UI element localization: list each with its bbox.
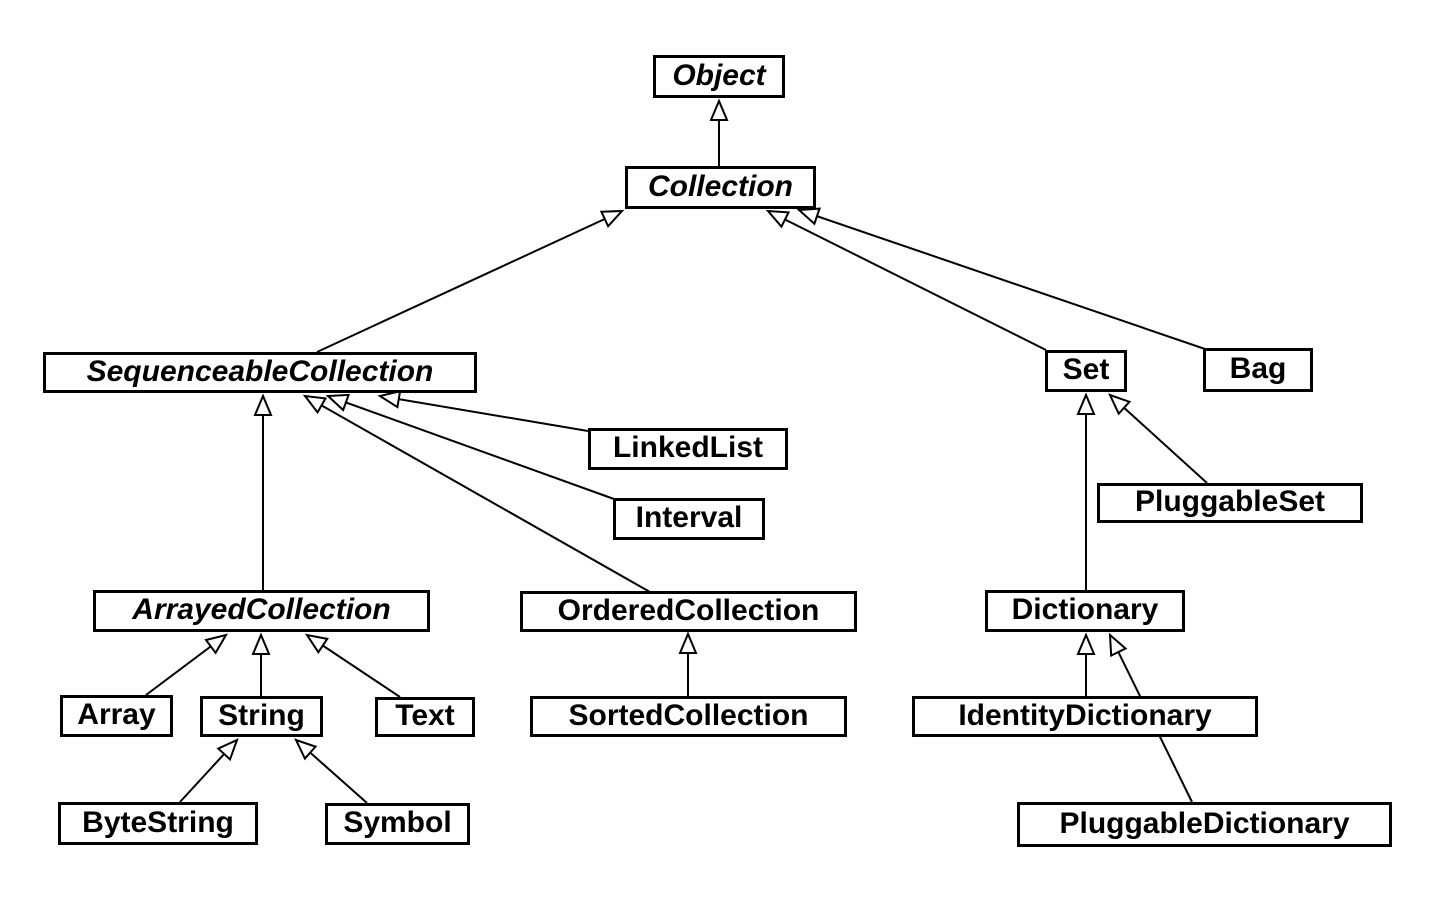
class-box-string: String bbox=[200, 696, 323, 737]
class-box-interval: Interval bbox=[613, 498, 765, 540]
class-box-text: Text bbox=[375, 697, 475, 737]
class-box-array: Array bbox=[60, 695, 173, 737]
edge-text-to-arrayedcollection bbox=[304, 633, 401, 698]
edge-pluggableset-to-set bbox=[1108, 393, 1208, 484]
edge-set-to-collection bbox=[765, 209, 1047, 351]
class-box-dictionary: Dictionary bbox=[985, 590, 1185, 632]
class-box-collection: Collection bbox=[625, 166, 816, 209]
class-box-set: Set bbox=[1045, 350, 1127, 392]
class-box-sortedcollection: SortedCollection bbox=[530, 696, 847, 737]
class-box-pluggabledictionary: PluggableDictionary bbox=[1017, 802, 1392, 847]
class-box-object: Object bbox=[653, 55, 785, 98]
edge-array-to-arrayedcollection bbox=[145, 633, 229, 696]
class-box-sequenceablecollection: SequenceableCollection bbox=[43, 352, 477, 393]
edge-symbol-to-string bbox=[294, 738, 368, 804]
edge-bytestring-to-string bbox=[179, 738, 239, 803]
class-box-pluggableset: PluggableSet bbox=[1097, 483, 1363, 523]
class-box-arrayedcollection: ArrayedCollection bbox=[93, 590, 430, 632]
class-box-orderedcollection: OrderedCollection bbox=[520, 591, 857, 632]
edge-linkedlist-to-sequenceablecollection bbox=[377, 389, 589, 432]
class-box-symbol: Symbol bbox=[325, 803, 470, 845]
edge-bag-to-collection bbox=[796, 207, 1206, 350]
edge-sequenceablecollection-to-collection bbox=[316, 209, 625, 353]
class-box-bag: Bag bbox=[1203, 348, 1313, 392]
class-box-bytestring: ByteString bbox=[58, 802, 258, 845]
edge-interval-to-sequenceablecollection bbox=[325, 393, 615, 500]
edge-orderedcollection-to-sequenceablecollection bbox=[302, 394, 651, 593]
class-box-linkedlist: LinkedList bbox=[588, 428, 788, 470]
class-box-identitydictionary: IdentityDictionary bbox=[912, 696, 1258, 737]
